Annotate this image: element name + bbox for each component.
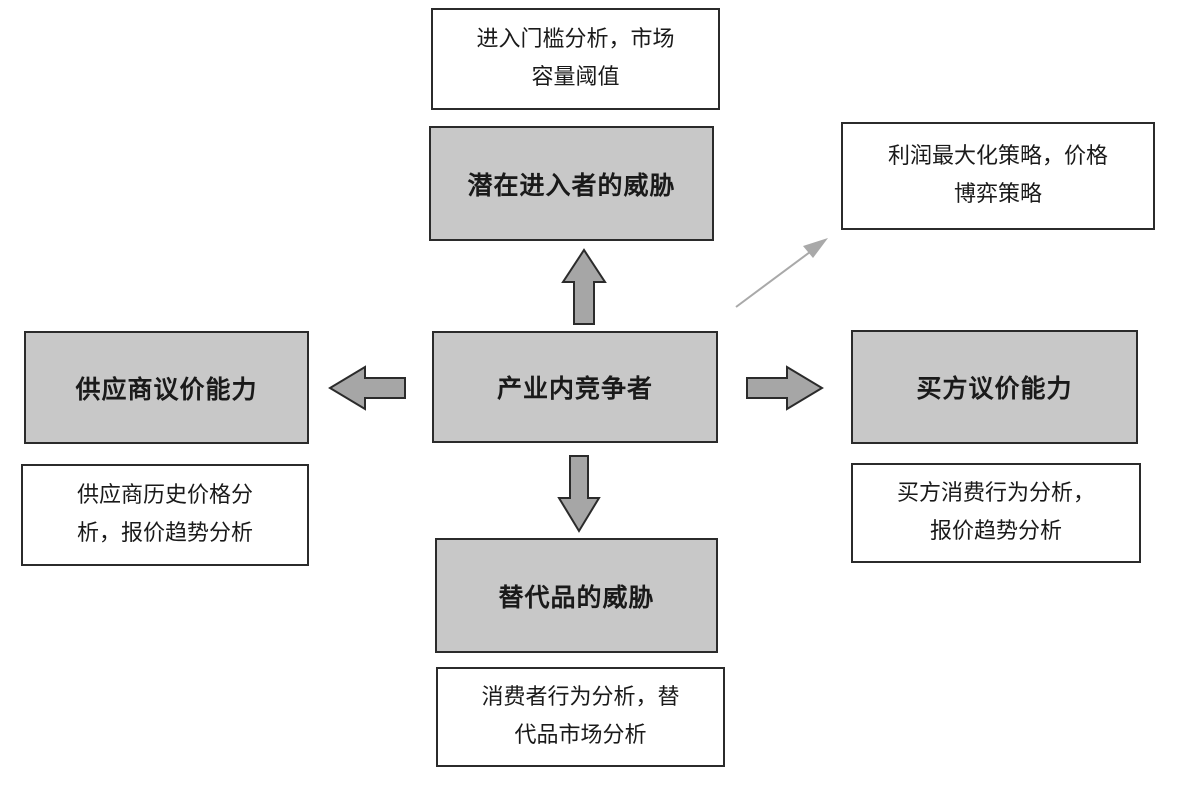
note-left-line-1: 供应商历史价格分	[76, 483, 253, 508]
note-box-top: 进入门槛分析，市场 容量阈值	[431, 8, 720, 110]
force-label-center: 产业内竞争者	[496, 374, 653, 403]
arrow-left	[328, 365, 406, 411]
arrow-down	[557, 455, 601, 533]
note-top-line-2: 容量阈值	[531, 65, 620, 90]
note-box-left: 供应商历史价格分 析，报价趋势分析	[21, 464, 309, 566]
note-bottom-line-1: 消费者行为分析，替	[481, 685, 680, 710]
note-box-right: 买方消费行为分析， 报价趋势分析	[851, 463, 1141, 563]
force-box-bottom: 替代品的威胁	[435, 538, 718, 653]
arrow-diagonal-head	[803, 238, 828, 258]
force-label-top: 潜在进入者的威胁	[467, 170, 676, 200]
force-box-right: 买方议价能力	[851, 330, 1138, 444]
note-right-line-1: 买方消费行为分析，	[896, 481, 1095, 506]
force-label-bottom: 替代品的威胁	[498, 582, 655, 612]
force-box-left: 供应商议价能力	[24, 331, 309, 444]
note-topright-line-1: 利润最大化策略，价格	[887, 144, 1108, 169]
note-left-line-2: 析，报价趋势分析	[76, 521, 253, 546]
note-box-bottom: 消费者行为分析，替 代品市场分析	[436, 667, 725, 767]
arrow-up	[561, 248, 607, 325]
force-box-top: 潜在进入者的威胁	[429, 126, 714, 241]
note-bottom-line-2: 代品市场分析	[514, 723, 647, 748]
note-box-topright: 利润最大化策略，价格 博弈策略	[841, 122, 1155, 230]
force-label-right: 买方议价能力	[916, 374, 1073, 403]
force-box-center: 产业内竞争者	[432, 331, 718, 443]
note-topright-line-2: 博弈策略	[953, 182, 1042, 207]
arrow-diagonal-line	[735, 248, 815, 308]
force-label-left: 供应商议价能力	[75, 374, 258, 404]
note-right-line-2: 报价趋势分析	[929, 519, 1062, 544]
arrow-right	[746, 365, 824, 411]
note-top-line-1: 进入门槛分析，市场	[476, 27, 675, 52]
